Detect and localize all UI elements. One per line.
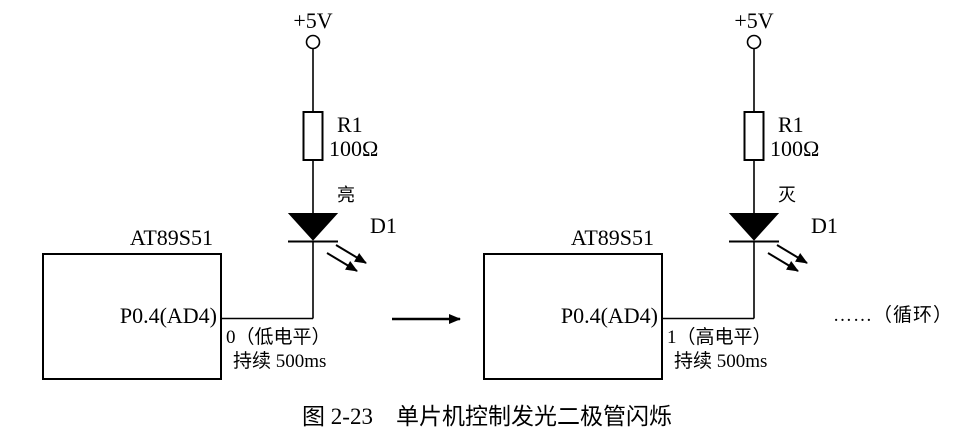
figure-caption: 图 2-23 单片机控制发光二极管闪烁 <box>302 404 672 429</box>
circuit-schematic <box>221 34 367 320</box>
mcu-box <box>483 253 663 380</box>
resistor-name-label: R1 <box>778 112 804 137</box>
mcu-name-label: AT89S51 <box>570 225 654 250</box>
right-arrow-icon <box>392 314 461 324</box>
led-state-label: 亮 <box>337 185 355 205</box>
pin-level-label: 1（高电平） <box>667 327 772 348</box>
supply-terminal-icon <box>305 34 321 50</box>
resistor-value-label: 100Ω <box>329 136 379 161</box>
supply-voltage-label: +5V <box>293 8 333 33</box>
duration-label: 持续 500ms <box>233 351 327 372</box>
circuit-state-low: +5V R1 100Ω 亮 D1 AT89S51 P0.4(AD4) 0（低电平… <box>0 0 420 400</box>
led-name-label: D1 <box>811 213 838 238</box>
supply-terminal-icon <box>746 34 762 50</box>
led-diode-icon <box>728 213 780 241</box>
pin-level-label: 0（低电平） <box>226 327 331 348</box>
mcu-box <box>42 253 222 380</box>
light-emission-arrows-icon <box>326 244 367 272</box>
led-name-label: D1 <box>370 213 397 238</box>
mcu-name-label: AT89S51 <box>129 225 213 250</box>
led-diode-icon <box>287 213 339 241</box>
pin-label: P0.4(AD4) <box>119 303 217 328</box>
loop-note: ……（循环） <box>833 305 954 326</box>
circuit-schematic <box>662 34 808 320</box>
circuit-state-high: +5V R1 100Ω 灭 D1 AT89S51 P0.4(AD4) 1（高电平… <box>441 0 861 400</box>
led-state-label: 灭 <box>778 185 796 205</box>
resistor-name-label: R1 <box>337 112 363 137</box>
resistor-icon <box>302 111 324 161</box>
duration-label: 持续 500ms <box>674 351 768 372</box>
pin-label: P0.4(AD4) <box>560 303 658 328</box>
resistor-value-label: 100Ω <box>770 136 820 161</box>
light-emission-arrows-icon <box>767 244 808 272</box>
resistor-icon <box>743 111 765 161</box>
supply-voltage-label: +5V <box>734 8 774 33</box>
